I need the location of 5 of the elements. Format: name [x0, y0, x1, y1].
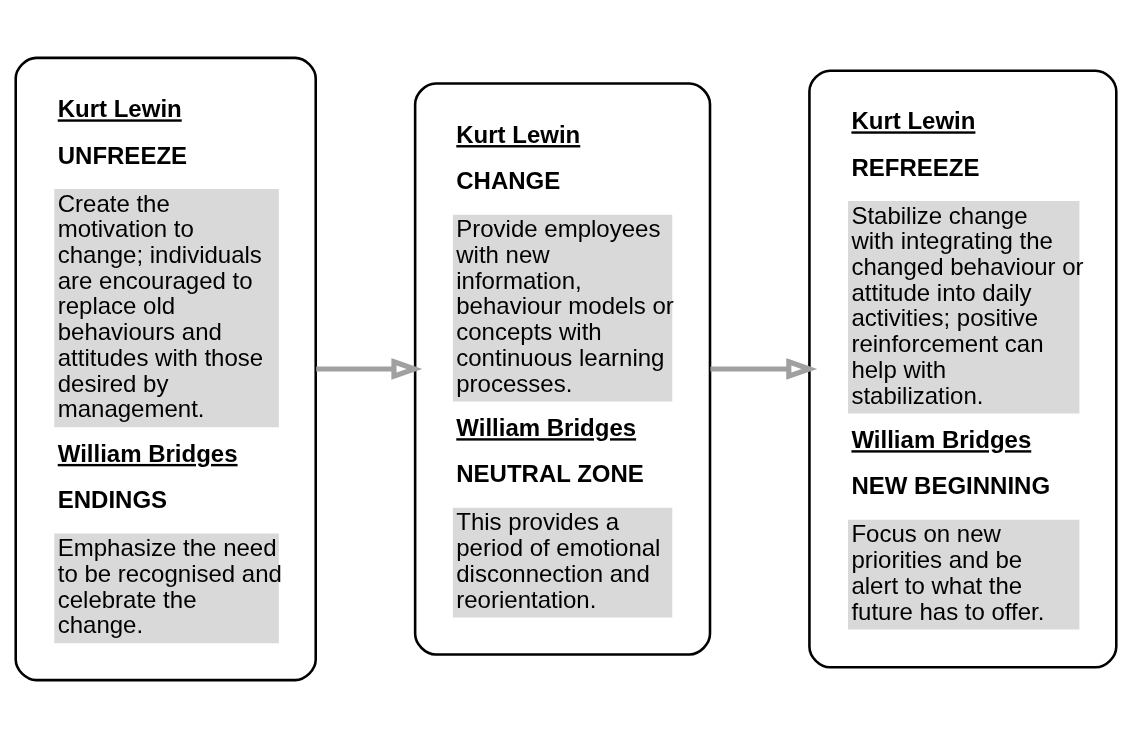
arrow [710, 357, 818, 380]
arrow [316, 357, 423, 380]
node-box: Kurt Lewin CHANGE Provide employees with new information, behaviour models or concepts with continuous learning processes. William Bridges NEUTRAL ZONE This provides a period of emotional disconnection and reorientation. [413, 81, 712, 656]
node-box: Kurt Lewin UNFREEZE Create the motivation to change; individuals are encouraged to replace old behaviours and attitudes with those desired by management. William Bridges ENDINGS Emphasize the need to be recognised and celebrate the change. [14, 56, 317, 681]
node-box: Kurt Lewin REFREEZE Stabilize change with integrating the changed behaviour or attitude into daily activities; positive reinforcement can help with stabilization. William Bridges NEW BEGINNING Focus on new priorities and be alert to what the future has to offer. [808, 68, 1118, 669]
